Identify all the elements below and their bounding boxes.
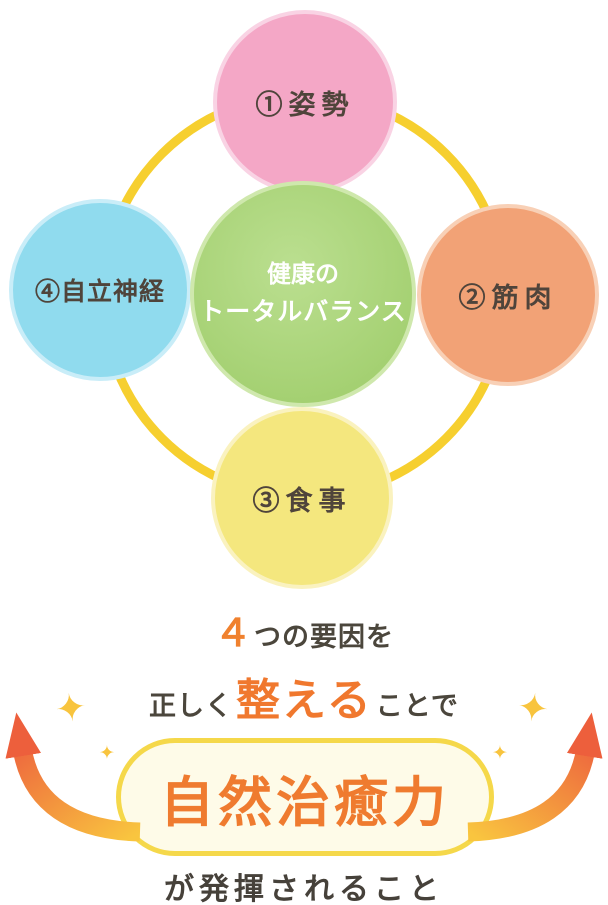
caption-adjust-emphasis: 整える (236, 676, 373, 725)
node-diet: ③食事 (211, 407, 393, 589)
node-autonomic-nerves: ④自立神経 (9, 199, 191, 381)
center-label-line2: トータルバランス (199, 298, 407, 327)
node-posture-label: ①姿勢 (255, 89, 355, 120)
caption-factors-number: ４ (213, 613, 252, 655)
node-posture: ①姿勢 (213, 10, 397, 194)
natural-healing-power-label: 自然治癒力 (160, 772, 450, 833)
caption-result: が発揮されること (164, 873, 444, 905)
caption-adjust: 正しく 整える ことで (0, 664, 608, 728)
center-label-line1: 健康の (267, 261, 339, 289)
node-diet-label: ③食事 (252, 485, 352, 516)
sparkle-icon: ✦ (492, 743, 508, 764)
node-autonomic-nerves-label: ④自立神経 (34, 278, 165, 306)
sparkle-icon: ✦ (99, 743, 115, 764)
node-muscle: ②筋肉 (417, 204, 599, 386)
caption-factors-text: つの要因を (254, 622, 394, 652)
node-total-balance: 健康の トータルバランス (190, 181, 416, 407)
sparkle-icon: ✦ (514, 685, 552, 733)
caption-adjust-pre: 正しく (149, 691, 234, 721)
sparkle-icon: ✦ (52, 685, 90, 733)
caption-adjust-post: ことで (375, 691, 459, 721)
natural-healing-power-box: 自然治癒力 (116, 738, 494, 856)
node-muscle-label: ②筋肉 (458, 282, 558, 313)
caption-factors: ４ つの要因を (0, 602, 608, 657)
